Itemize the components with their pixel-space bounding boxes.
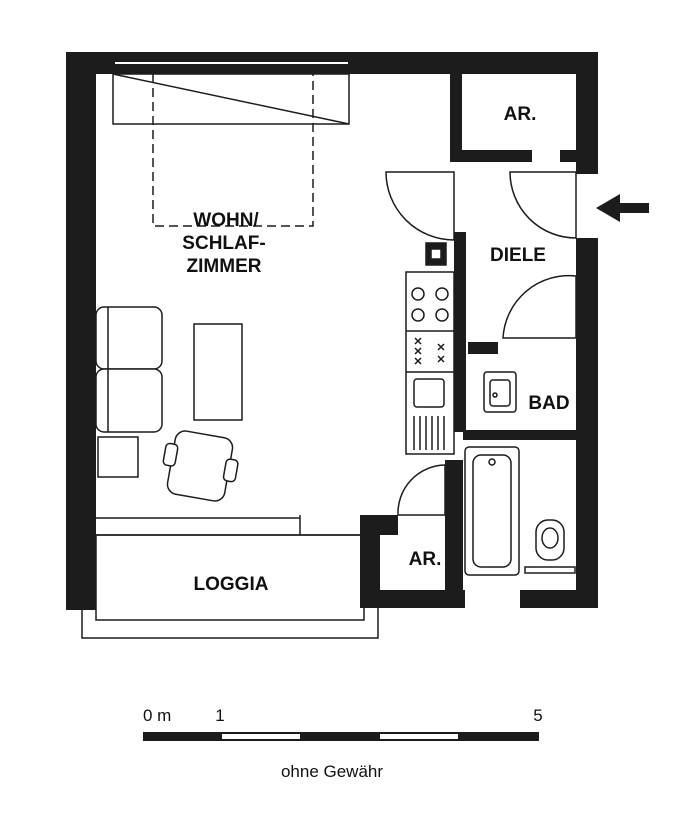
scale-label-one: 1 <box>215 706 224 725</box>
coffee-table <box>193 323 243 421</box>
interior-walls <box>360 74 598 590</box>
room-label-bath: BAD <box>528 393 569 414</box>
loggia-outline <box>81 515 379 639</box>
room-label-living-3: ZIMMER <box>187 256 262 277</box>
room-label-living-1: WOHN/ <box>193 210 259 231</box>
room-label-storage-top: AR. <box>504 104 537 125</box>
armchair <box>162 430 239 502</box>
side-table <box>97 436 139 478</box>
windows <box>115 62 520 600</box>
scale-label-zero: 0 m <box>143 706 171 725</box>
scale-label-five: 5 <box>533 706 542 725</box>
kitchen <box>405 242 455 455</box>
exterior-walls <box>66 52 598 610</box>
arrow-left-icon <box>596 194 649 222</box>
bed <box>112 73 350 227</box>
sofa <box>95 306 163 433</box>
scale-bar <box>143 732 539 741</box>
bathroom-fixtures <box>464 371 576 576</box>
room-label-living-2: SCHLAF- <box>182 233 265 254</box>
disclaimer-caption: ohne Gewähr <box>281 762 383 781</box>
room-label-loggia: LOGGIA <box>194 574 269 595</box>
room-label-storage-bottom: AR. <box>409 549 442 570</box>
room-label-hall: DIELE <box>490 245 546 266</box>
doors <box>385 171 577 516</box>
